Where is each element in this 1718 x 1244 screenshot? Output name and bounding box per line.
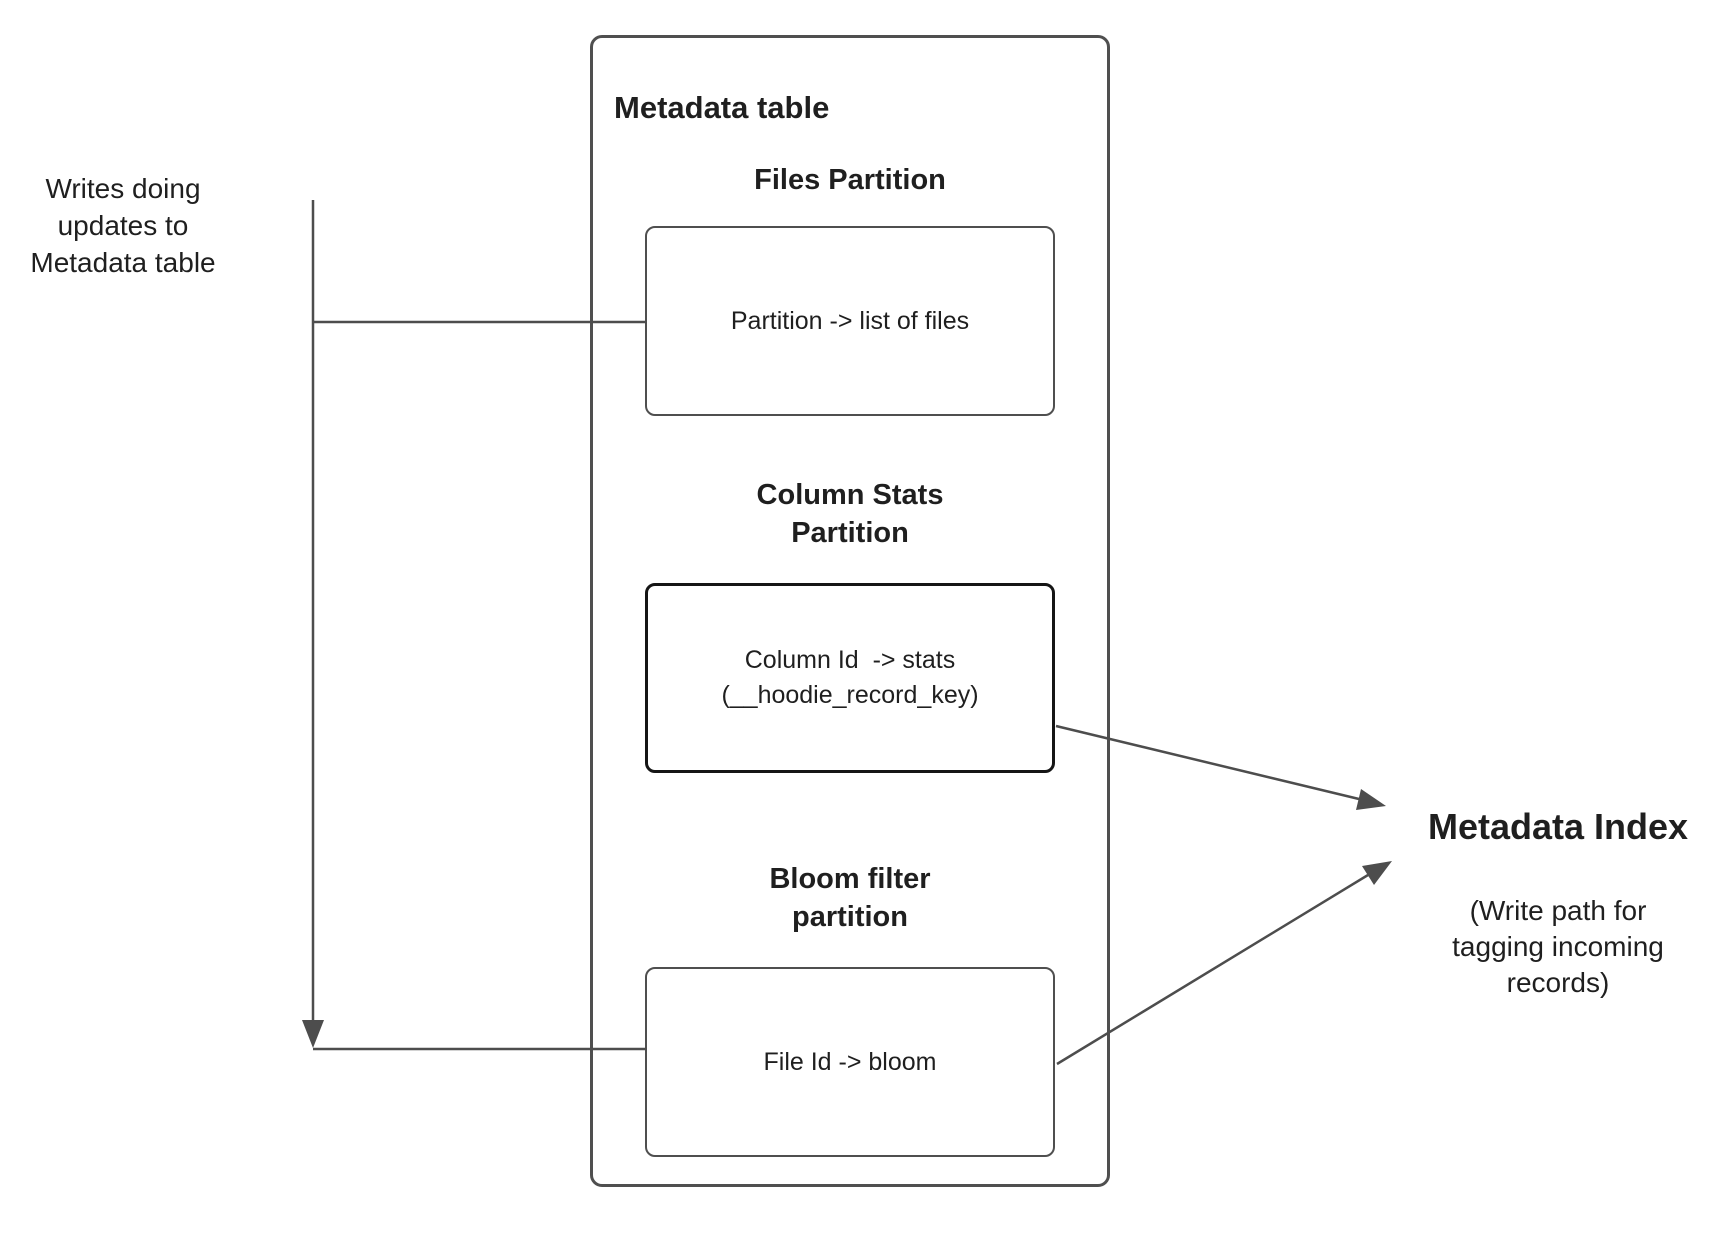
up-right-arrowhead-icon: [1362, 861, 1392, 885]
writes-annotation: Writes doing updates to Metadata table: [30, 173, 216, 278]
bloom-filter-box: File Id -> bloom: [645, 967, 1055, 1157]
column-stats-content: Column Id -> stats (__hoodie_record_key): [721, 646, 979, 709]
files-partition-content: Partition -> list of files: [730, 306, 970, 335]
metadata-index-title: Metadata Index: [1427, 806, 1689, 847]
column-stats-box: Column Id -> stats (__hoodie_record_key): [645, 583, 1055, 773]
column-stats-heading: Column Stats Partition: [756, 479, 944, 549]
metadata-table-box: [590, 35, 1110, 1187]
bloom-filter-content: File Id -> bloom: [763, 1047, 937, 1076]
down-arrowhead-icon: [302, 1020, 324, 1048]
files-partition-heading: Files Partition: [754, 164, 946, 196]
metadata-table-title: Metadata table: [614, 90, 830, 125]
right-arrowhead-icon: [1356, 789, 1386, 810]
bloom-filter-heading: Bloom filter partition: [769, 863, 931, 933]
files-partition-box: Partition -> list of files: [645, 226, 1055, 416]
metadata-index-subtitle: (Write path for tagging incoming records…: [1452, 895, 1664, 998]
